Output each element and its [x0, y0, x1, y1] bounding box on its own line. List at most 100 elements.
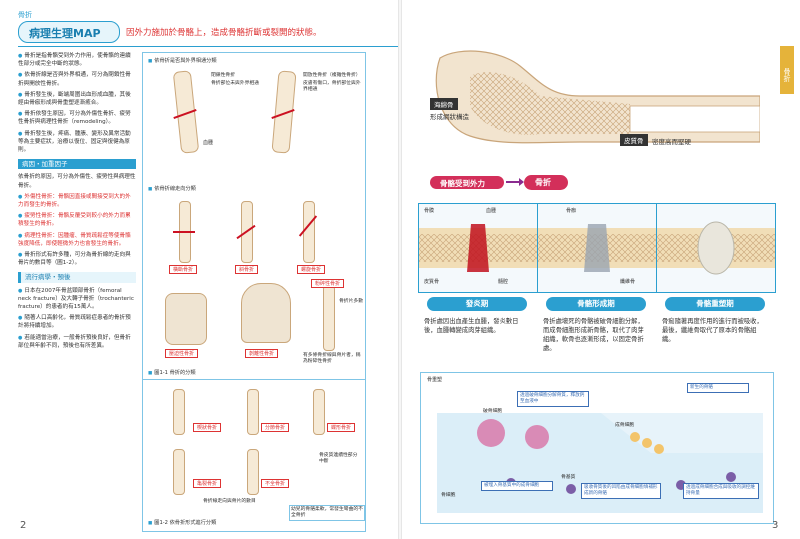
figure-panel: 依骨折是否與外界相通分類 閉鎖性骨折 骨折部位未與外界相通 血腫 開放性骨折（複… — [142, 52, 366, 532]
hematoma-label: 血腫 — [203, 140, 214, 146]
periosteum-label: 骨膜 — [424, 208, 435, 214]
figure-divider — [143, 379, 365, 380]
wedge-fracture-bone — [173, 389, 185, 435]
bone-matrix-desc: 吸收骨質後的凹陷由成骨細胞填補形成新的骨骼 — [581, 483, 661, 499]
butterfly-fracture-bone — [313, 389, 325, 435]
formation-svg — [538, 224, 656, 272]
fracture-pattern-caption: 骨折線走向與骨片的數目 — [203, 499, 256, 504]
oblique-fracture-label: 斜骨折 — [235, 265, 259, 274]
section-heading-epidemiology: 流行病學・預後 — [18, 272, 136, 283]
page-number-left: 2 — [20, 520, 27, 531]
header-tag: 骨折 — [18, 11, 32, 19]
stage-heading-formation: 骨骼形成期 — [546, 297, 646, 311]
incomplete-fracture-desc: 骨皮質連續性部分中斷 — [319, 453, 358, 464]
figure-number: 圖1-1 骨折的分類 — [148, 369, 195, 376]
text-paragraph: 疲勞性骨折：骨骼反覆受到較小的外力而累積發生的骨折。 — [18, 212, 136, 228]
text-paragraph: 骨折形式有許多種，可分為骨折線的走向與骨片的數目等（圖1-2）。 — [18, 251, 136, 267]
spongy-bone-callout: 海綿骨 — [430, 98, 458, 110]
incomplete-fracture-label: 不全骨折 — [261, 479, 290, 488]
shoulder-illustration — [241, 283, 291, 343]
osteocyte-label: 骨細胞 — [441, 493, 456, 498]
figure-number: 圖1-2 依骨折形式進行分類 — [148, 519, 216, 526]
text-paragraph: 依骨折的原因，可分為外傷性、疲勞性與病理性骨折。 — [18, 174, 136, 189]
text-paragraph: 隨著人口高齡化，骨質疏鬆症患者的骨折預計將持續增加。 — [18, 314, 136, 330]
book-gutter — [398, 0, 402, 539]
external-force-pill: 骨骼受到外力 — [430, 176, 504, 189]
cortex-label: 皮質骨 — [424, 279, 440, 285]
external-force-label: 骨骼受到外力 — [440, 179, 485, 188]
stage-panel-remodeling — [656, 203, 776, 293]
avulsion-fracture-label: 剝離性骨折 — [245, 349, 279, 358]
closed-fracture-desc: 骨折部位未與外界相通 — [211, 81, 259, 86]
vertebra-illustration — [165, 293, 207, 345]
transverse-fracture-label: 橫斷骨折 — [169, 265, 198, 274]
osteoclast-label: 破骨細胞 — [483, 409, 503, 414]
stage-panel-inflammation — [418, 203, 538, 293]
text-paragraph: 骨折是指骨骼受到外力作用，使骨骼的連續性部分或完全中斷的狀態。 — [18, 52, 136, 68]
wedge-fracture-label: 楔狀骨折 — [193, 423, 222, 432]
stage-heading-inflammation: 發炎期 — [427, 297, 527, 311]
butterfly-fracture-label: 蝶形骨折 — [327, 423, 356, 432]
stage-heading-remodeling: 骨骼重塑期 — [665, 297, 765, 311]
stage-text-formation: 骨折處壞死的骨骼被破骨細胞分解，而成骨細胞形成新骨骼，取代了肉芽組織，軟骨也逐漸… — [543, 318, 644, 352]
crack-fracture-label: 亀裂骨折 — [193, 479, 222, 488]
segmental-fracture-label: 分節骨折 — [261, 423, 290, 432]
osteocyte-desc: 被埋入骨基質中的成骨細胞 — [481, 481, 553, 491]
cortical-bone-callout: 皮質骨 — [620, 134, 648, 146]
inflammation-svg — [419, 224, 537, 272]
left-text-column: 骨折是指骨骼受到外力作用，使骨骼的連續性部分或完全中斷的狀態。 依骨折線是否與外… — [18, 52, 136, 353]
text-paragraph: 外傷性骨折：骨骼因直接或間接受到大的外力而發生的骨折。 — [18, 193, 136, 209]
page-number-right: 3 — [772, 520, 779, 531]
section-heading-causes: 病因・加重因子 — [18, 159, 136, 170]
marrow-label: 髓腔 — [498, 279, 509, 285]
text-paragraph: 依骨折線是否與外界相通，可分為閉鎖性骨折與開放性骨折。 — [18, 71, 136, 87]
fracture-line — [173, 231, 195, 233]
text-paragraph: 骨折發生後，疼痛、腫脹、變形及異常活動等為主要症狀，治療以復位、固定與復健為原則… — [18, 130, 136, 155]
cortical-bone-desc: 密度高而堅硬 — [652, 138, 691, 146]
remodeling-svg — [657, 221, 775, 275]
remodeling-balance-desc: 透過成骨細胞合成與吸收的調控維持骨量 — [683, 483, 759, 499]
bone-remodeling-caption: 骨重塑 — [427, 377, 443, 383]
new-bone-desc: 新生的骨骼 — [687, 383, 749, 393]
child-fracture-note: 幼兒的骨骼柔軟，常發生彎曲的不全骨折 — [289, 505, 365, 521]
bone-remodeling-panel: 骨重塑 破骨細胞 透過破骨細胞分解骨質，釋放鈣至血液中 成骨細胞 新生的骨骼 骨… — [420, 372, 774, 524]
open-fracture-desc: 皮膚有傷口，骨折部位與外界相通 — [303, 81, 361, 92]
text-paragraph: 病理性骨折：因腫瘤、骨質疏鬆症等使骨骼強度降低，即使輕微外力也會發生的骨折。 — [18, 232, 136, 248]
osteoclast-desc: 透過破骨細胞分解骨質，釋放鈣至血液中 — [517, 391, 589, 407]
fibro-label: 纖維骨 — [620, 279, 636, 285]
femur-svg — [435, 50, 761, 144]
comminuted-fracture-label: 粉碎性骨折 — [311, 279, 345, 288]
compression-fracture-label: 壓迫性骨折 — [165, 349, 199, 358]
stage-text-remodeling: 骨痂隨著再度作用的進行而被吸收，最後，纖維骨取代了原本的骨骼組織。 — [662, 318, 763, 343]
chapter-tab — [780, 46, 794, 94]
spongy-bone-desc: 形成網狀構造 — [430, 113, 469, 121]
text-paragraph: 骨折依發生原因，可分為外傷性骨折、疲勞性骨折與病理性骨折（remodeling）… — [18, 110, 136, 126]
fracture-label: 骨折 — [535, 178, 551, 187]
segmental-fracture-bone — [247, 389, 259, 435]
spiral-fracture-label: 螺旋骨折 — [297, 265, 326, 274]
open-fracture-label: 開放性骨折（複雜性骨折） — [303, 73, 361, 78]
text-paragraph: 日本在2007年骨盆頸部骨折（femoral neck fracture）及大轉… — [18, 287, 136, 312]
chapter-tab-label: 骨折 — [783, 68, 791, 82]
header-divider — [18, 46, 398, 47]
closed-fracture-label: 閉鎖性骨折 — [211, 73, 235, 78]
left-page: 骨折 病理生理MAP 因外力施加於骨骼上，造成骨骼折斷或裂開的狀態。 骨折是指骨… — [0, 0, 398, 539]
femur-illustration — [430, 46, 761, 166]
callus-label: 骨痂 — [566, 208, 577, 214]
right-arrow-icon — [506, 178, 524, 186]
figure-caption: 依骨折是否與外界相通分類 — [148, 57, 216, 64]
hematoma-label-right: 血腫 — [486, 208, 497, 214]
text-paragraph: 若能適當治療，一般骨折預後良好，但骨折部位與年齡不同，預後也有所差異。 — [18, 334, 136, 350]
spiral-fracture-bone — [303, 201, 315, 263]
figure-caption: 依骨折線走向分類 — [148, 185, 196, 192]
comminuted-fracture-desc: 骨折片多數 — [339, 299, 363, 304]
comminuted-fracture-bone — [323, 285, 335, 351]
stage-panel-formation — [537, 203, 657, 293]
comminuted-fracture-note: 有多條骨折線與骨片者，稱為粉碎性骨折 — [303, 353, 361, 364]
crack-fracture-bone — [173, 449, 185, 495]
incomplete-fracture-bone — [247, 449, 259, 495]
bone-matrix-label: 骨基質 — [561, 475, 576, 480]
bone-remodeling-svg — [437, 413, 763, 513]
header-title-pill: 病理生理MAP — [18, 21, 120, 43]
